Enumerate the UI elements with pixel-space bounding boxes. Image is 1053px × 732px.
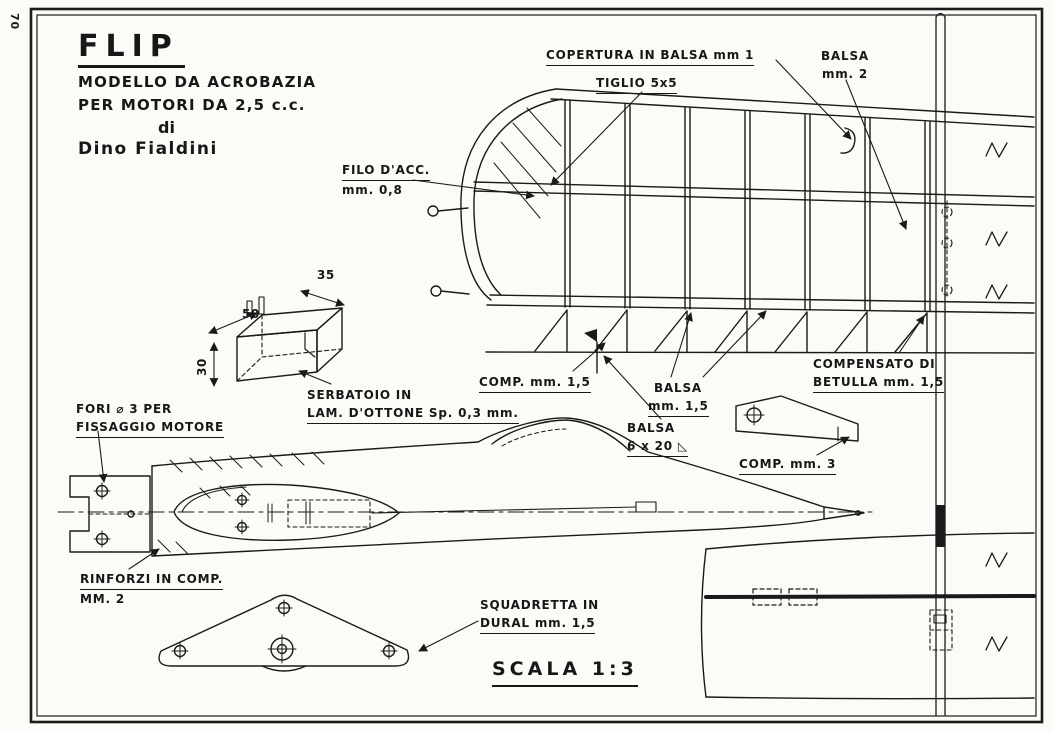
- wing-plan: [427, 88, 1035, 354]
- center-spar-lines: [935, 12, 946, 716]
- callout-squadretta-line1: SQUADRETTA IN: [480, 598, 599, 612]
- callout-serbatoio-line2: LAM. D'OTTONE Sp. 0,3 mm.: [307, 404, 519, 424]
- callout-copertura-text: COPERTURA IN BALSA mm 1: [546, 46, 755, 66]
- hinge-hardware: [929, 609, 953, 651]
- tank-location-dashed: [287, 499, 371, 528]
- root-bolt-detail: [941, 200, 953, 298]
- callout-copertura: COPERTURA IN BALSA mm 1: [546, 46, 755, 66]
- callout-balsa-6x20-line2: 6 x 20 ◺: [627, 437, 688, 457]
- page-number: 70: [6, 13, 23, 30]
- break-marks: [985, 142, 1008, 652]
- dimension-50: 50: [242, 307, 260, 321]
- tailplane-plan: [700, 532, 1036, 700]
- callout-balsa-mm15-line2: mm. 1,5: [648, 397, 709, 417]
- title-subtitle-2: PER MOTORI DA 2,5 c.c.: [78, 96, 306, 114]
- callout-rinforzi: RINFORZI IN COMP. MM. 2: [80, 570, 224, 608]
- callout-squadretta: SQUADRETTA IN DURAL mm. 1,5: [480, 596, 599, 634]
- callout-fori-line2: FISSAGGIO MOTORE: [76, 418, 225, 438]
- fuselage-hatching: [157, 451, 325, 555]
- callout-fori-line1: FORI ⌀ 3 PER: [76, 402, 173, 416]
- callout-tiglio: TIGLIO 5x5: [596, 74, 678, 94]
- callout-balsa-mm2-line1: BALSA: [820, 49, 869, 63]
- callout-balsa-6x20-line1: BALSA: [627, 421, 676, 435]
- fin-inner-line: [491, 419, 631, 452]
- callout-fori: FORI ⌀ 3 PER FISSAGGIO MOTORE: [76, 400, 225, 438]
- leader-lines: [97, 59, 925, 652]
- elevator-horn-slots: [752, 588, 818, 606]
- title-block: FLIP MODELLO DA ACROBAZIA PER MOTORI DA …: [78, 30, 316, 159]
- callout-rinforzi-line2: MM. 2: [80, 592, 125, 606]
- page-number-text: 70: [8, 13, 21, 30]
- callout-comp-mm3: COMP. mm. 3: [739, 455, 837, 475]
- dimension-lines: [208, 289, 345, 387]
- callout-balsa-mm2: BALSA mm. 2: [814, 47, 876, 83]
- callout-filo-line1: FILO D'ACC.: [342, 161, 431, 181]
- callout-balsa-mm15-line1: BALSA: [653, 381, 702, 395]
- title-by: di: [158, 118, 175, 137]
- tip-grain-hatching: [493, 107, 562, 219]
- callout-balsa-mm15: BALSA mm. 1,5: [648, 379, 709, 417]
- callout-comp-mm3-text: COMP. mm. 3: [739, 455, 837, 475]
- callout-compensato-line1: COMPENSATO DI: [813, 357, 936, 371]
- callout-squadretta-line2: DURAL mm. 1,5: [480, 614, 596, 634]
- dimension-30: 30: [194, 358, 209, 376]
- tip-washout-mark: [840, 127, 856, 154]
- callout-tiglio-text: TIGLIO 5x5: [596, 74, 678, 94]
- tank-feed-tube: [304, 332, 316, 358]
- pushrod-line: [371, 506, 637, 514]
- callout-balsa-mm2-line2: mm. 2: [821, 67, 869, 81]
- bellcrank-detail: [158, 594, 410, 672]
- control-horn-detail: [735, 395, 859, 442]
- scale-label-text: SCALA 1:3: [492, 655, 638, 687]
- wing-ribs: [564, 100, 931, 312]
- motor-mount-detail: [69, 475, 151, 553]
- callout-filo-line2: mm. 0,8: [342, 183, 403, 197]
- callout-comp-mm15: COMP. mm. 1,5: [479, 373, 591, 393]
- callout-serbatoio-line1: SERBATOIO IN: [307, 388, 412, 402]
- dimension-35: 35: [317, 268, 335, 282]
- plan-title: FLIP: [78, 30, 185, 68]
- callout-compensato-line2: BETULLA mm. 1,5: [813, 373, 945, 393]
- fuselage-view: [57, 417, 873, 557]
- callout-rinforzi-line1: RINFORZI IN COMP.: [80, 570, 224, 590]
- callout-filo: FILO D'ACC. mm. 0,8: [342, 161, 431, 199]
- callout-balsa-6x20: BALSA 6 x 20 ◺: [627, 419, 688, 457]
- border-frame: [29, 7, 1044, 724]
- callout-serbatoio: SERBATOIO IN LAM. D'OTTONE Sp. 0,3 mm.: [307, 386, 519, 424]
- title-author: Dino Fialdini: [78, 139, 218, 159]
- scale-label: SCALA 1:3: [492, 655, 638, 687]
- leadout-eyelets: [427, 205, 470, 297]
- callout-compensato: COMPENSATO DI BETULLA mm. 1,5: [813, 355, 945, 393]
- title-subtitle-1: MODELLO DA ACROBAZIA: [78, 73, 317, 91]
- callout-comp-mm15-text: COMP. mm. 1,5: [479, 373, 591, 393]
